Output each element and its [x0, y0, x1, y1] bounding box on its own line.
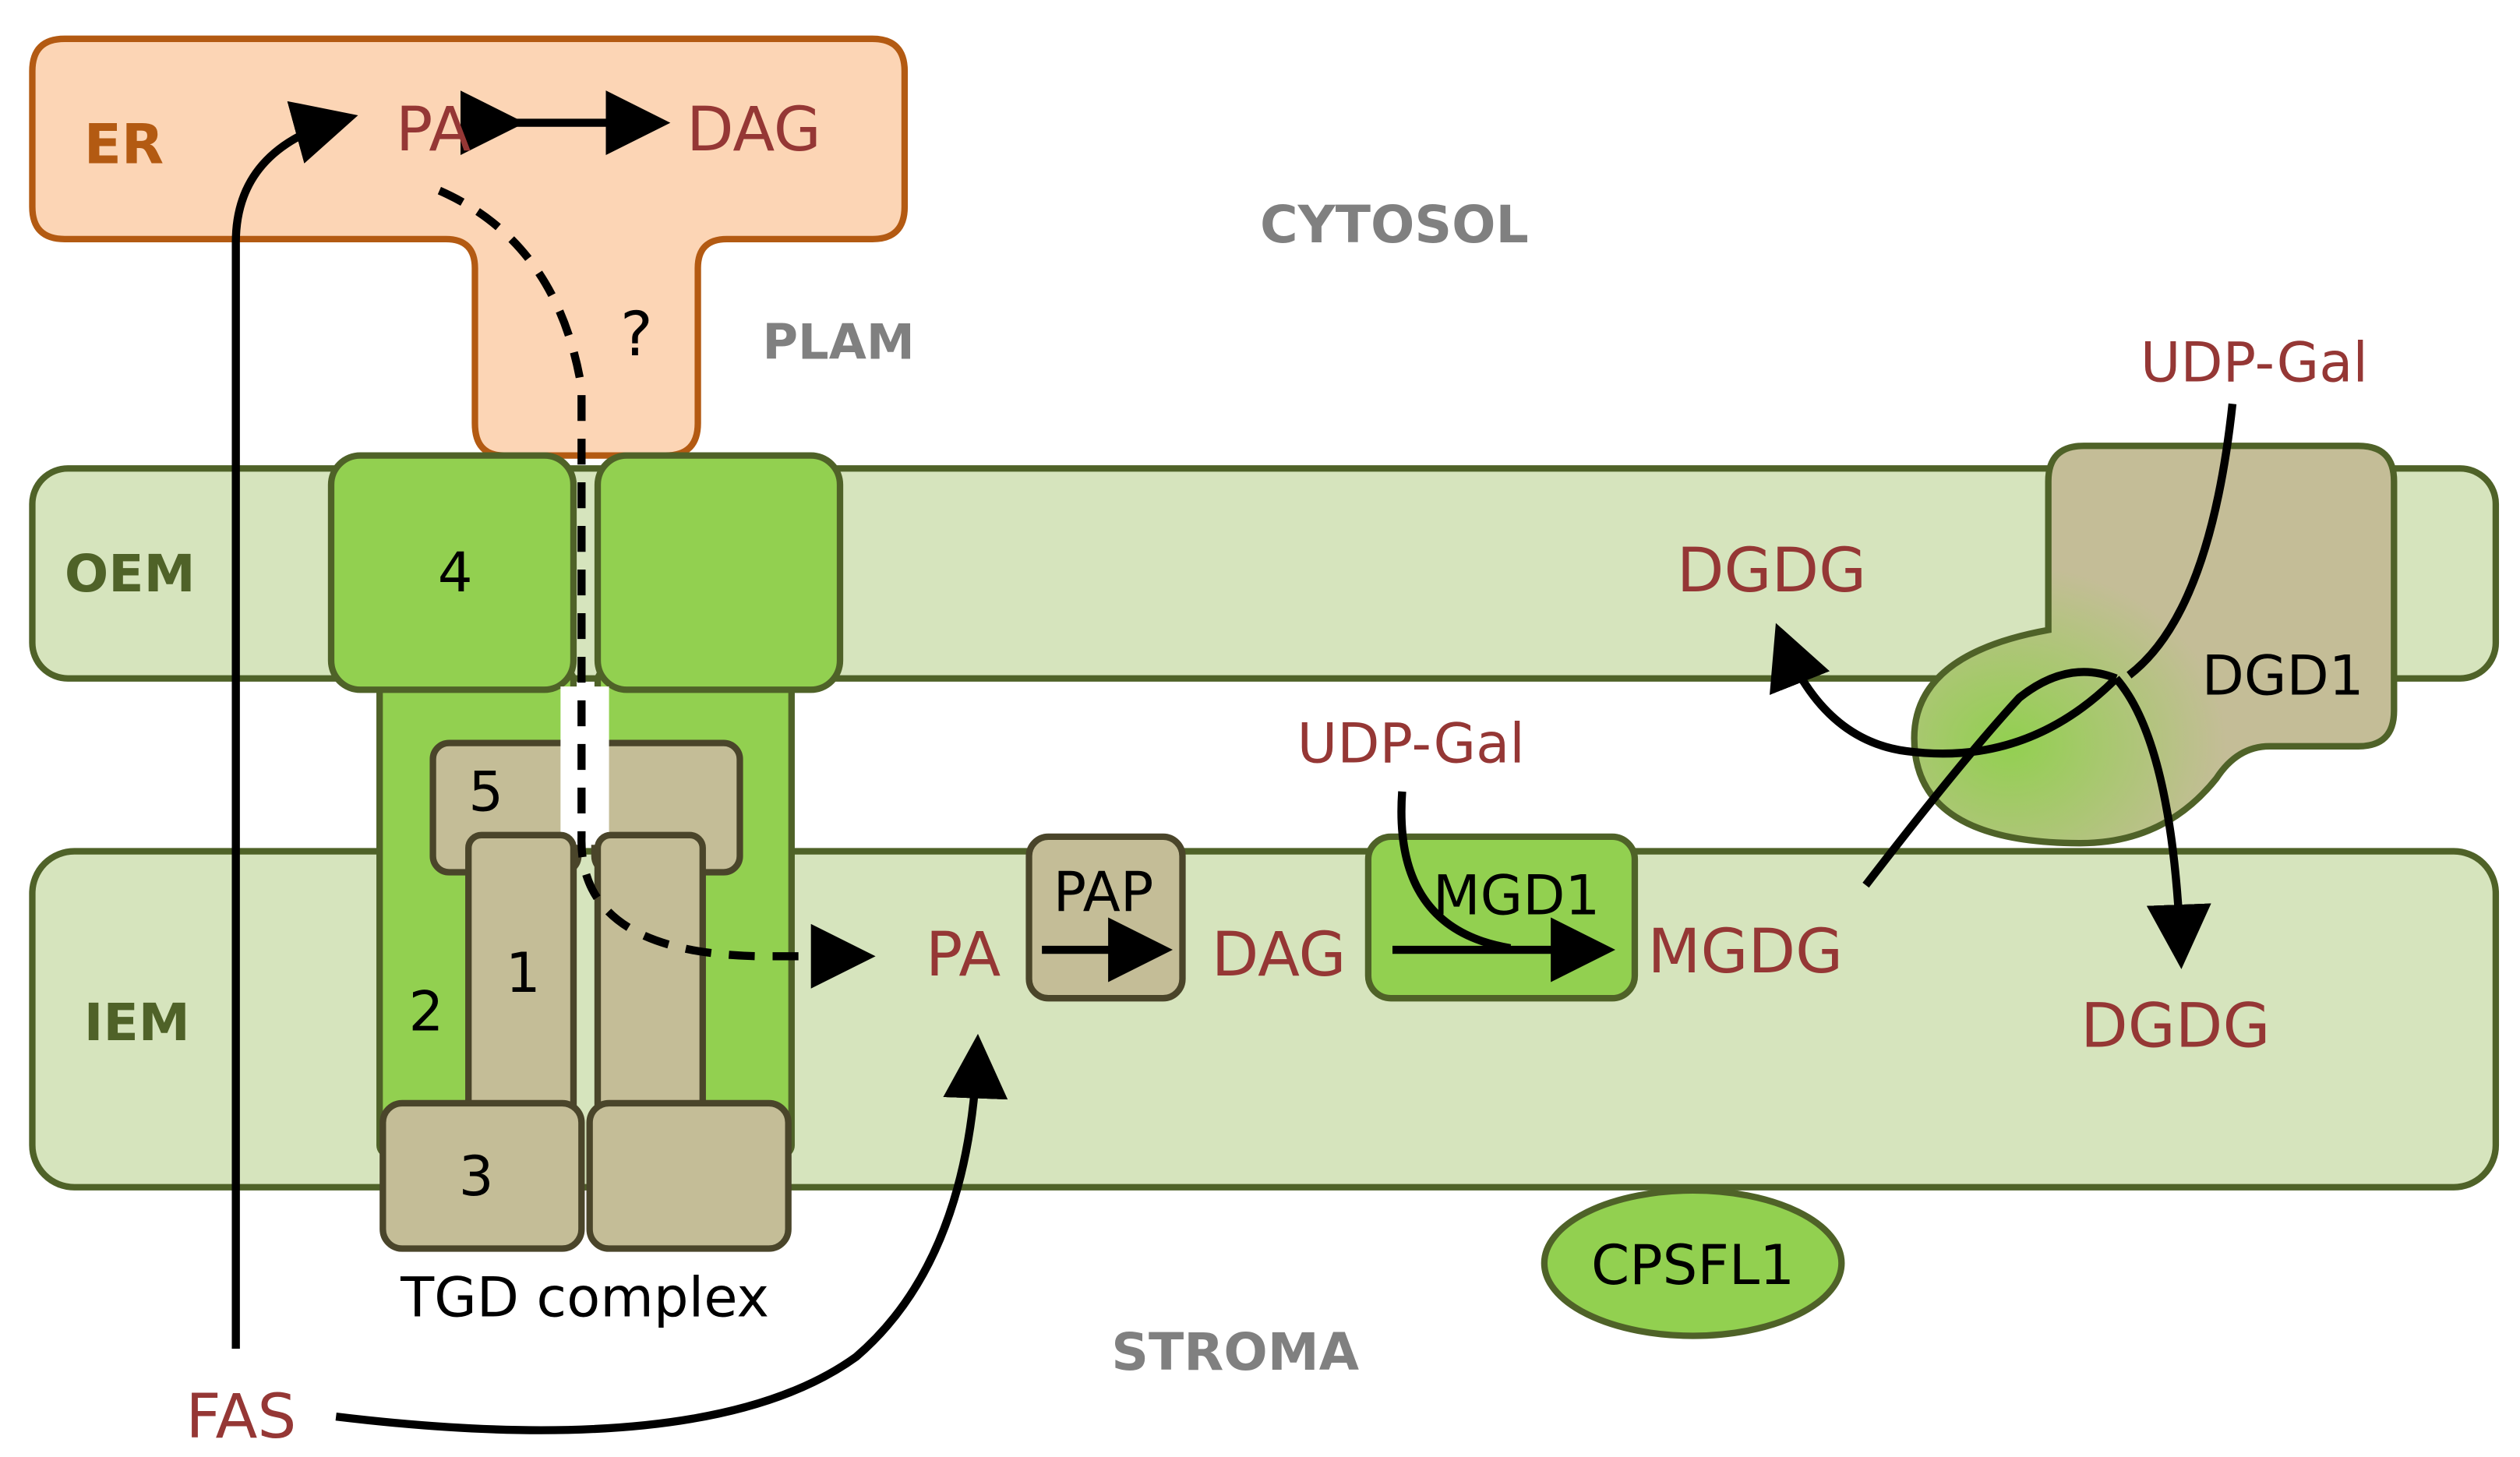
iem-pa-label: PA	[926, 919, 1001, 990]
dgd1-enzyme	[1911, 443, 2398, 847]
tgd3-label: 3	[459, 1145, 494, 1208]
tgd1-right	[594, 831, 706, 1145]
tgd3-right	[586, 1099, 792, 1252]
plam-label: PLAM	[762, 313, 914, 370]
question-mark: ?	[620, 298, 653, 370]
cytosol-label: CYTOSOL	[1260, 194, 1529, 255]
fas-label: FAS	[185, 1381, 296, 1452]
cpsfl1-protein	[1541, 1187, 1845, 1339]
er-dag-label: DAG	[686, 93, 821, 165]
dgd1-label: DGD1	[2202, 644, 2364, 707]
stroma-label: STROMA	[1111, 1321, 1359, 1382]
udp-gal-to-mgd1-arrow	[1397, 791, 1512, 953]
tgd5-label: 5	[468, 760, 503, 824]
mgdg-label: MGDG	[1648, 915, 1844, 987]
dgdg-to-oem-arrow	[1770, 623, 2119, 758]
tgd-complex-label: TGD complex	[400, 1266, 769, 1330]
iem-label: IEM	[84, 992, 190, 1053]
tgd4-label: 4	[438, 541, 473, 605]
pap-label: PAP	[1054, 860, 1154, 924]
dashed-transport-path	[437, 186, 876, 989]
tgd4-left	[327, 452, 577, 693]
er-pa-label: PA	[396, 93, 471, 165]
mgdg-to-dgd1-path	[1862, 668, 2118, 888]
dgdg-oem-label: DGDG	[1677, 534, 1866, 606]
mgd1-label: MGD1	[1433, 863, 1601, 927]
tgd4-right	[594, 452, 844, 693]
iem-dag-label: DAG	[1212, 919, 1346, 990]
tgd2-label: 2	[408, 980, 443, 1044]
cpsfl1-label: CPSFL1	[1591, 1233, 1795, 1297]
oem-label: OEM	[65, 543, 196, 604]
tgd1-label: 1	[506, 941, 541, 1005]
udp-gal-label-mgd1: UDP-Gal	[1297, 712, 1525, 776]
er-label: ER	[84, 112, 164, 176]
fas-to-iem-arrow	[335, 1033, 1008, 1434]
udp-gal-to-dgd1-path	[2126, 403, 2237, 679]
dgdg-iem-label: DGDG	[2081, 990, 2270, 1061]
tgd3-left	[379, 1099, 585, 1252]
dgdg-to-iem-arrow	[2112, 676, 2211, 969]
udp-gal-label-dgd1: UDP-Gal	[2141, 330, 2368, 394]
fas-to-er-arrow	[231, 101, 358, 1349]
